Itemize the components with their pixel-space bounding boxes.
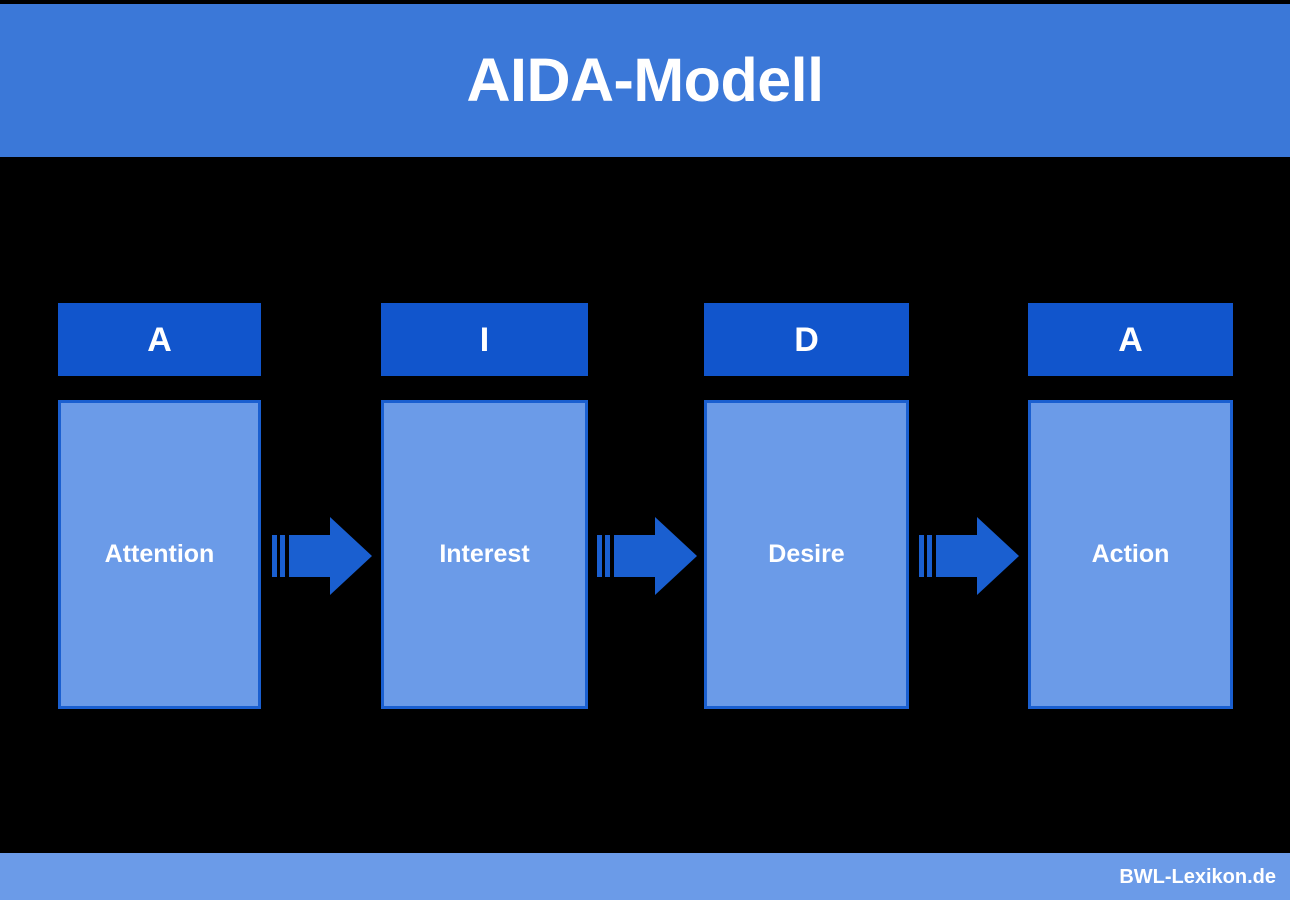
stage-label: Action bbox=[1091, 540, 1170, 568]
letter-label: A bbox=[147, 320, 172, 359]
header-banner: AIDA-Modell bbox=[0, 4, 1290, 157]
stage-label: Interest bbox=[439, 540, 530, 568]
letter-label: A bbox=[1118, 320, 1143, 359]
letter-label: I bbox=[479, 320, 490, 359]
letter-box-attention[interactable]: A bbox=[58, 303, 261, 376]
stage-label: Attention bbox=[104, 540, 215, 568]
stage-box-desire[interactable]: Desire bbox=[704, 400, 909, 709]
page-title: AIDA-Modell bbox=[466, 46, 824, 114]
arrow-right-icon-interest-to-desire bbox=[597, 517, 697, 595]
letter-box-action[interactable]: A bbox=[1028, 303, 1233, 376]
source-attribution: BWL-Lexikon.de bbox=[1119, 865, 1276, 888]
footer-bar: BWL-Lexikon.de bbox=[0, 853, 1290, 900]
letter-box-desire[interactable]: D bbox=[704, 303, 909, 376]
letter-box-interest[interactable]: I bbox=[381, 303, 588, 376]
stage-box-interest[interactable]: Interest bbox=[381, 400, 588, 709]
arrow-right-icon-attention-to-interest bbox=[272, 517, 372, 595]
arrow-right-icon-desire-to-action bbox=[919, 517, 1019, 595]
stage-box-attention[interactable]: Attention bbox=[58, 400, 261, 709]
stage-box-action[interactable]: Action bbox=[1028, 400, 1233, 709]
stage-label: Desire bbox=[768, 540, 845, 568]
letter-label: D bbox=[794, 320, 819, 359]
